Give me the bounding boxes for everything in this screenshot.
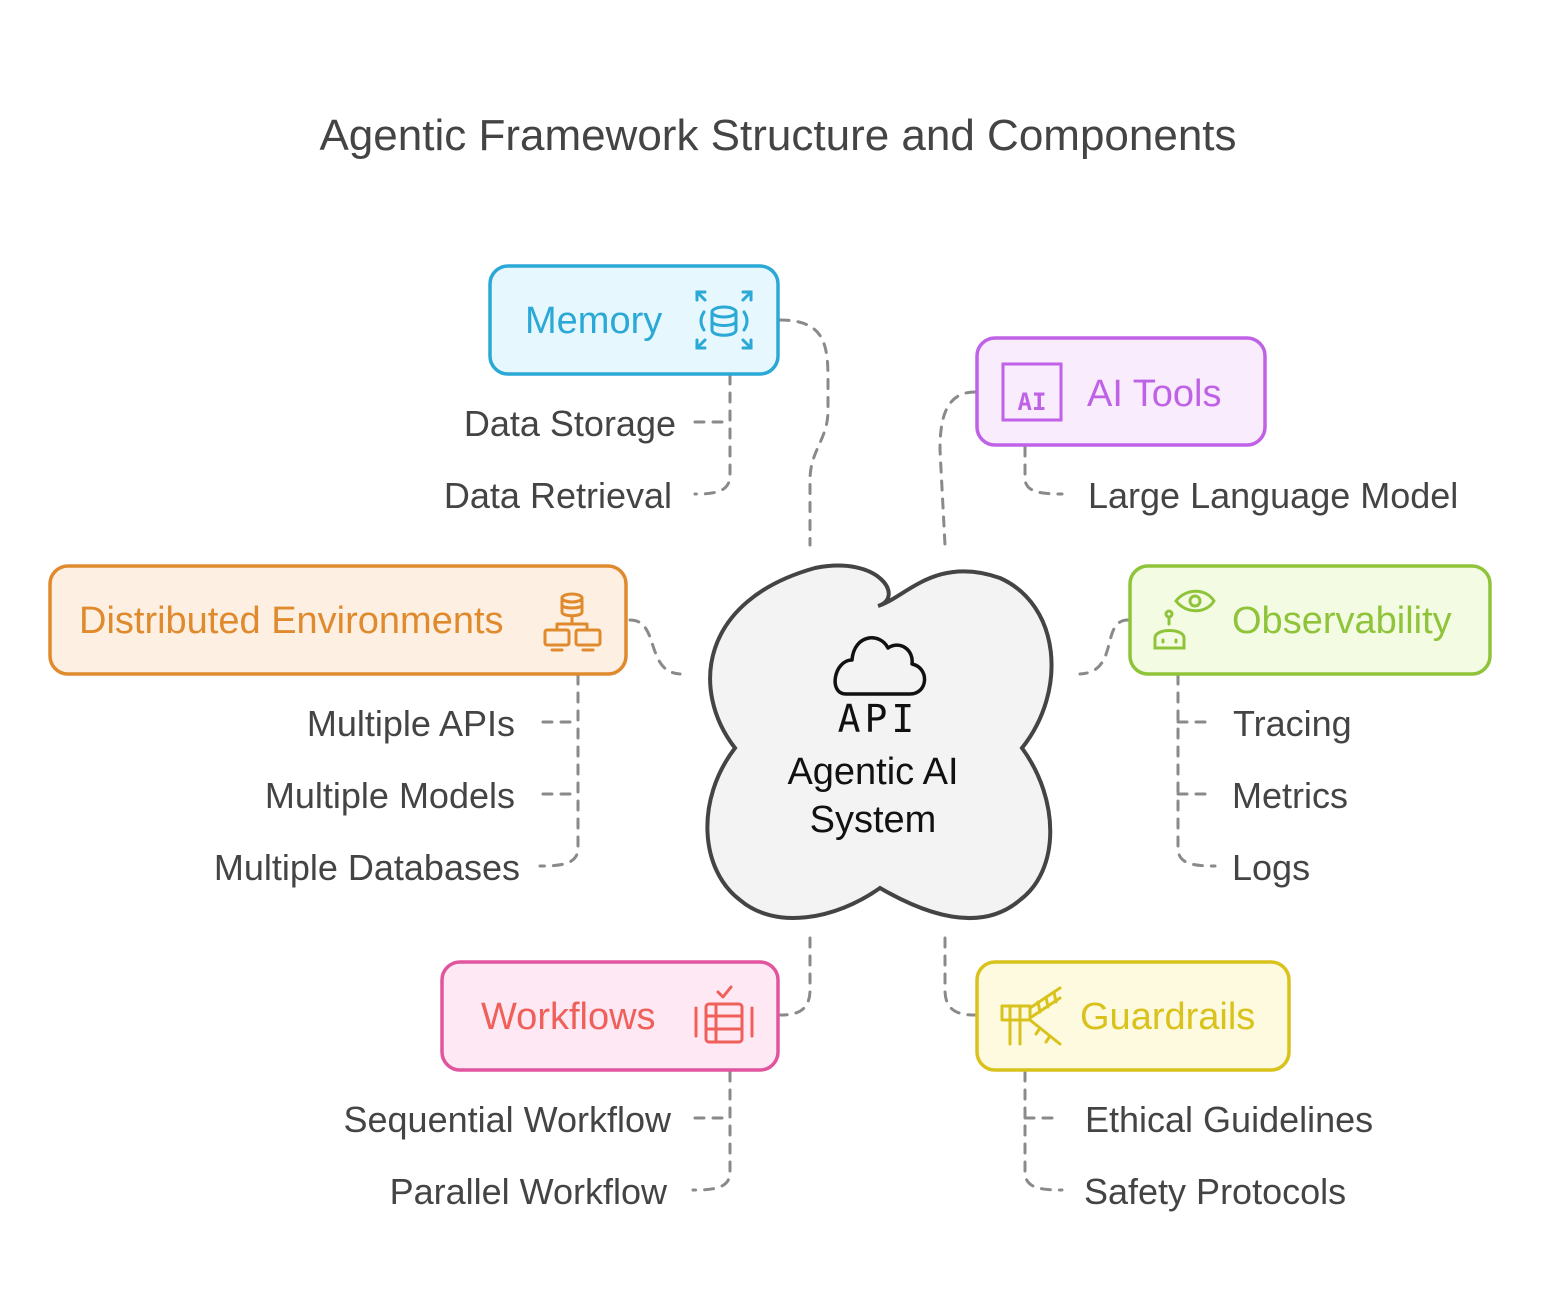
node-ai-tools[interactable]: AI AI Tools Large Language Model (975, 336, 1458, 516)
connector-workflows-items (691, 1070, 732, 1192)
center-node: API Agentic AI System (705, 563, 1054, 920)
memory-item-data-storage: Data Storage (464, 403, 676, 444)
node-guardrails[interactable]: Guardrails Ethical Guidelines Safety Pro… (975, 960, 1373, 1212)
api-icon-text: API (838, 697, 919, 741)
cloud-api-icon (833, 636, 927, 696)
database-expand-icon (695, 290, 753, 350)
connector-distributed (628, 618, 682, 676)
connector-guardrails (943, 936, 977, 1017)
robot-eye-icon (1153, 589, 1216, 650)
connector-ai-tools (938, 390, 977, 547)
connector-observability-items (1176, 673, 1217, 868)
workflow-list-icon (694, 985, 754, 1044)
observability-item-metrics: Metrics (1232, 775, 1348, 816)
ai-tools-item-llm: Large Language Model (1088, 475, 1458, 516)
workflows-box (440, 960, 780, 1072)
center-cloud-shape (705, 563, 1054, 920)
observability-label: Observability (1232, 600, 1452, 642)
node-observability[interactable]: Observability Tracing Metrics Logs (1128, 564, 1492, 888)
guardrails-label: Guardrails (1080, 996, 1255, 1038)
distributed-box (48, 564, 628, 676)
distributed-label: Distributed Environments (79, 600, 504, 642)
connector-workflows (778, 936, 812, 1017)
memory-label: Memory (525, 300, 662, 342)
node-memory[interactable]: Memory Data Storage Data Retrieval (444, 264, 780, 516)
distributed-item-apis: Multiple APIs (307, 703, 515, 744)
guardrails-box (975, 960, 1291, 1072)
observability-item-logs: Logs (1232, 847, 1310, 888)
connector-memory-items (693, 373, 732, 496)
distributed-item-databases: Multiple Databases (214, 847, 520, 888)
connector-distributed-items (538, 673, 580, 868)
workflows-label: Workflows (481, 996, 656, 1038)
ai-tools-label: AI Tools (1087, 373, 1221, 415)
distributed-item-models: Multiple Models (265, 775, 515, 816)
connector-guardrails-items (1023, 1070, 1064, 1192)
diagram-title: Agentic Framework Structure and Componen… (319, 111, 1236, 160)
guardrail-barrier-icon (1000, 986, 1062, 1046)
connector-memory (778, 318, 830, 547)
center-label-line1: Agentic AI (787, 751, 958, 793)
guardrails-item-safety: Safety Protocols (1084, 1171, 1346, 1212)
node-workflows[interactable]: Workflows Sequential Workflow Parallel W… (344, 960, 780, 1212)
guardrails-item-ethical: Ethical Guidelines (1085, 1099, 1373, 1140)
database-network-icon (543, 592, 602, 652)
node-distributed-environments[interactable]: Distributed Environments Multiple APIs M… (48, 564, 628, 888)
center-label-line2: System (810, 799, 937, 841)
connector-observability (1078, 618, 1130, 676)
svg-text:AI: AI (1018, 388, 1047, 416)
observability-box (1128, 564, 1492, 676)
workflows-item-sequential: Sequential Workflow (344, 1099, 673, 1140)
connector-ai-tools-items (1023, 445, 1064, 496)
workflows-item-parallel: Parallel Workflow (390, 1171, 668, 1212)
connectors (538, 318, 1217, 1192)
observability-item-tracing: Tracing (1233, 703, 1352, 744)
memory-item-data-retrieval: Data Retrieval (444, 475, 672, 516)
ai-chip-icon: AI (1001, 362, 1063, 422)
